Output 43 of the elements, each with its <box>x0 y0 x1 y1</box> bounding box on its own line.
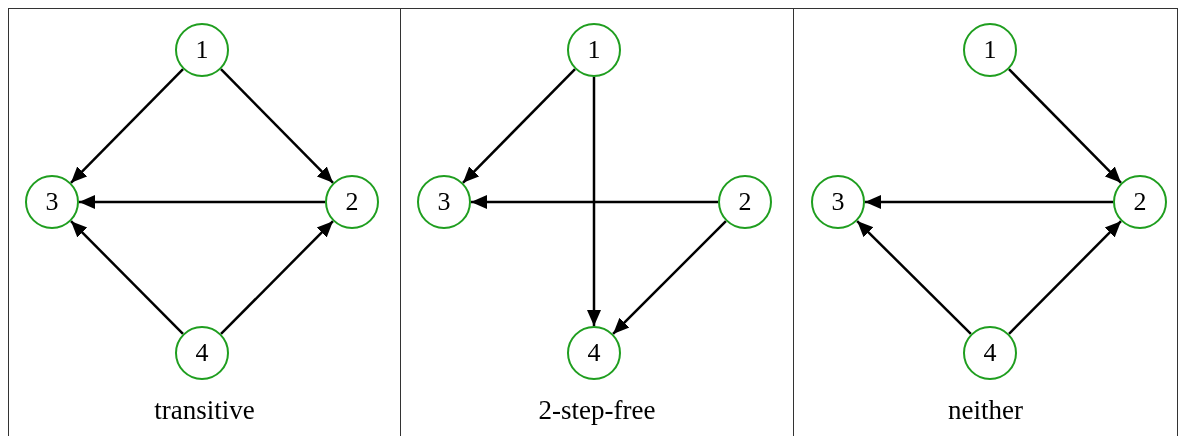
node-label: 4 <box>983 338 997 368</box>
arrow <box>220 68 334 184</box>
arrow <box>865 195 1113 209</box>
node-label: 1 <box>983 35 997 65</box>
node-label: 3 <box>437 187 451 217</box>
node-circle <box>963 23 1017 77</box>
node-label: 3 <box>45 187 59 217</box>
node-circle <box>417 175 471 229</box>
node-circle <box>1113 175 1167 229</box>
panel <box>400 8 793 436</box>
panel <box>793 8 1178 436</box>
arrow <box>856 220 972 335</box>
node-circle <box>567 23 621 77</box>
arrow <box>612 220 727 335</box>
node-circle <box>25 175 79 229</box>
node-circle <box>175 326 229 380</box>
node-label: 2 <box>1133 187 1147 217</box>
node-circle <box>718 175 772 229</box>
node-circle <box>567 326 621 380</box>
node-label: 4 <box>195 338 209 368</box>
node-circle <box>175 23 229 77</box>
node-label: 2 <box>345 187 359 217</box>
node-circle <box>963 326 1017 380</box>
node-circle <box>325 175 379 229</box>
arrow <box>471 195 718 209</box>
caption-text: transitive <box>154 395 255 426</box>
caption-text: neither <box>948 395 1023 426</box>
arrow <box>1008 220 1122 335</box>
node-circle <box>811 175 865 229</box>
arrow <box>220 220 334 335</box>
arrow <box>1008 68 1122 184</box>
caption-text: 2-step-free <box>538 395 656 426</box>
node-label: 1 <box>195 35 209 65</box>
arrow <box>70 68 184 184</box>
arrow <box>70 220 184 335</box>
arrow <box>79 195 325 209</box>
arrow <box>587 77 601 326</box>
panel <box>8 8 400 436</box>
node-label: 4 <box>587 338 601 368</box>
arrow <box>462 68 576 184</box>
node-label: 1 <box>587 35 601 65</box>
node-label: 2 <box>738 187 752 217</box>
node-label: 3 <box>831 187 845 217</box>
